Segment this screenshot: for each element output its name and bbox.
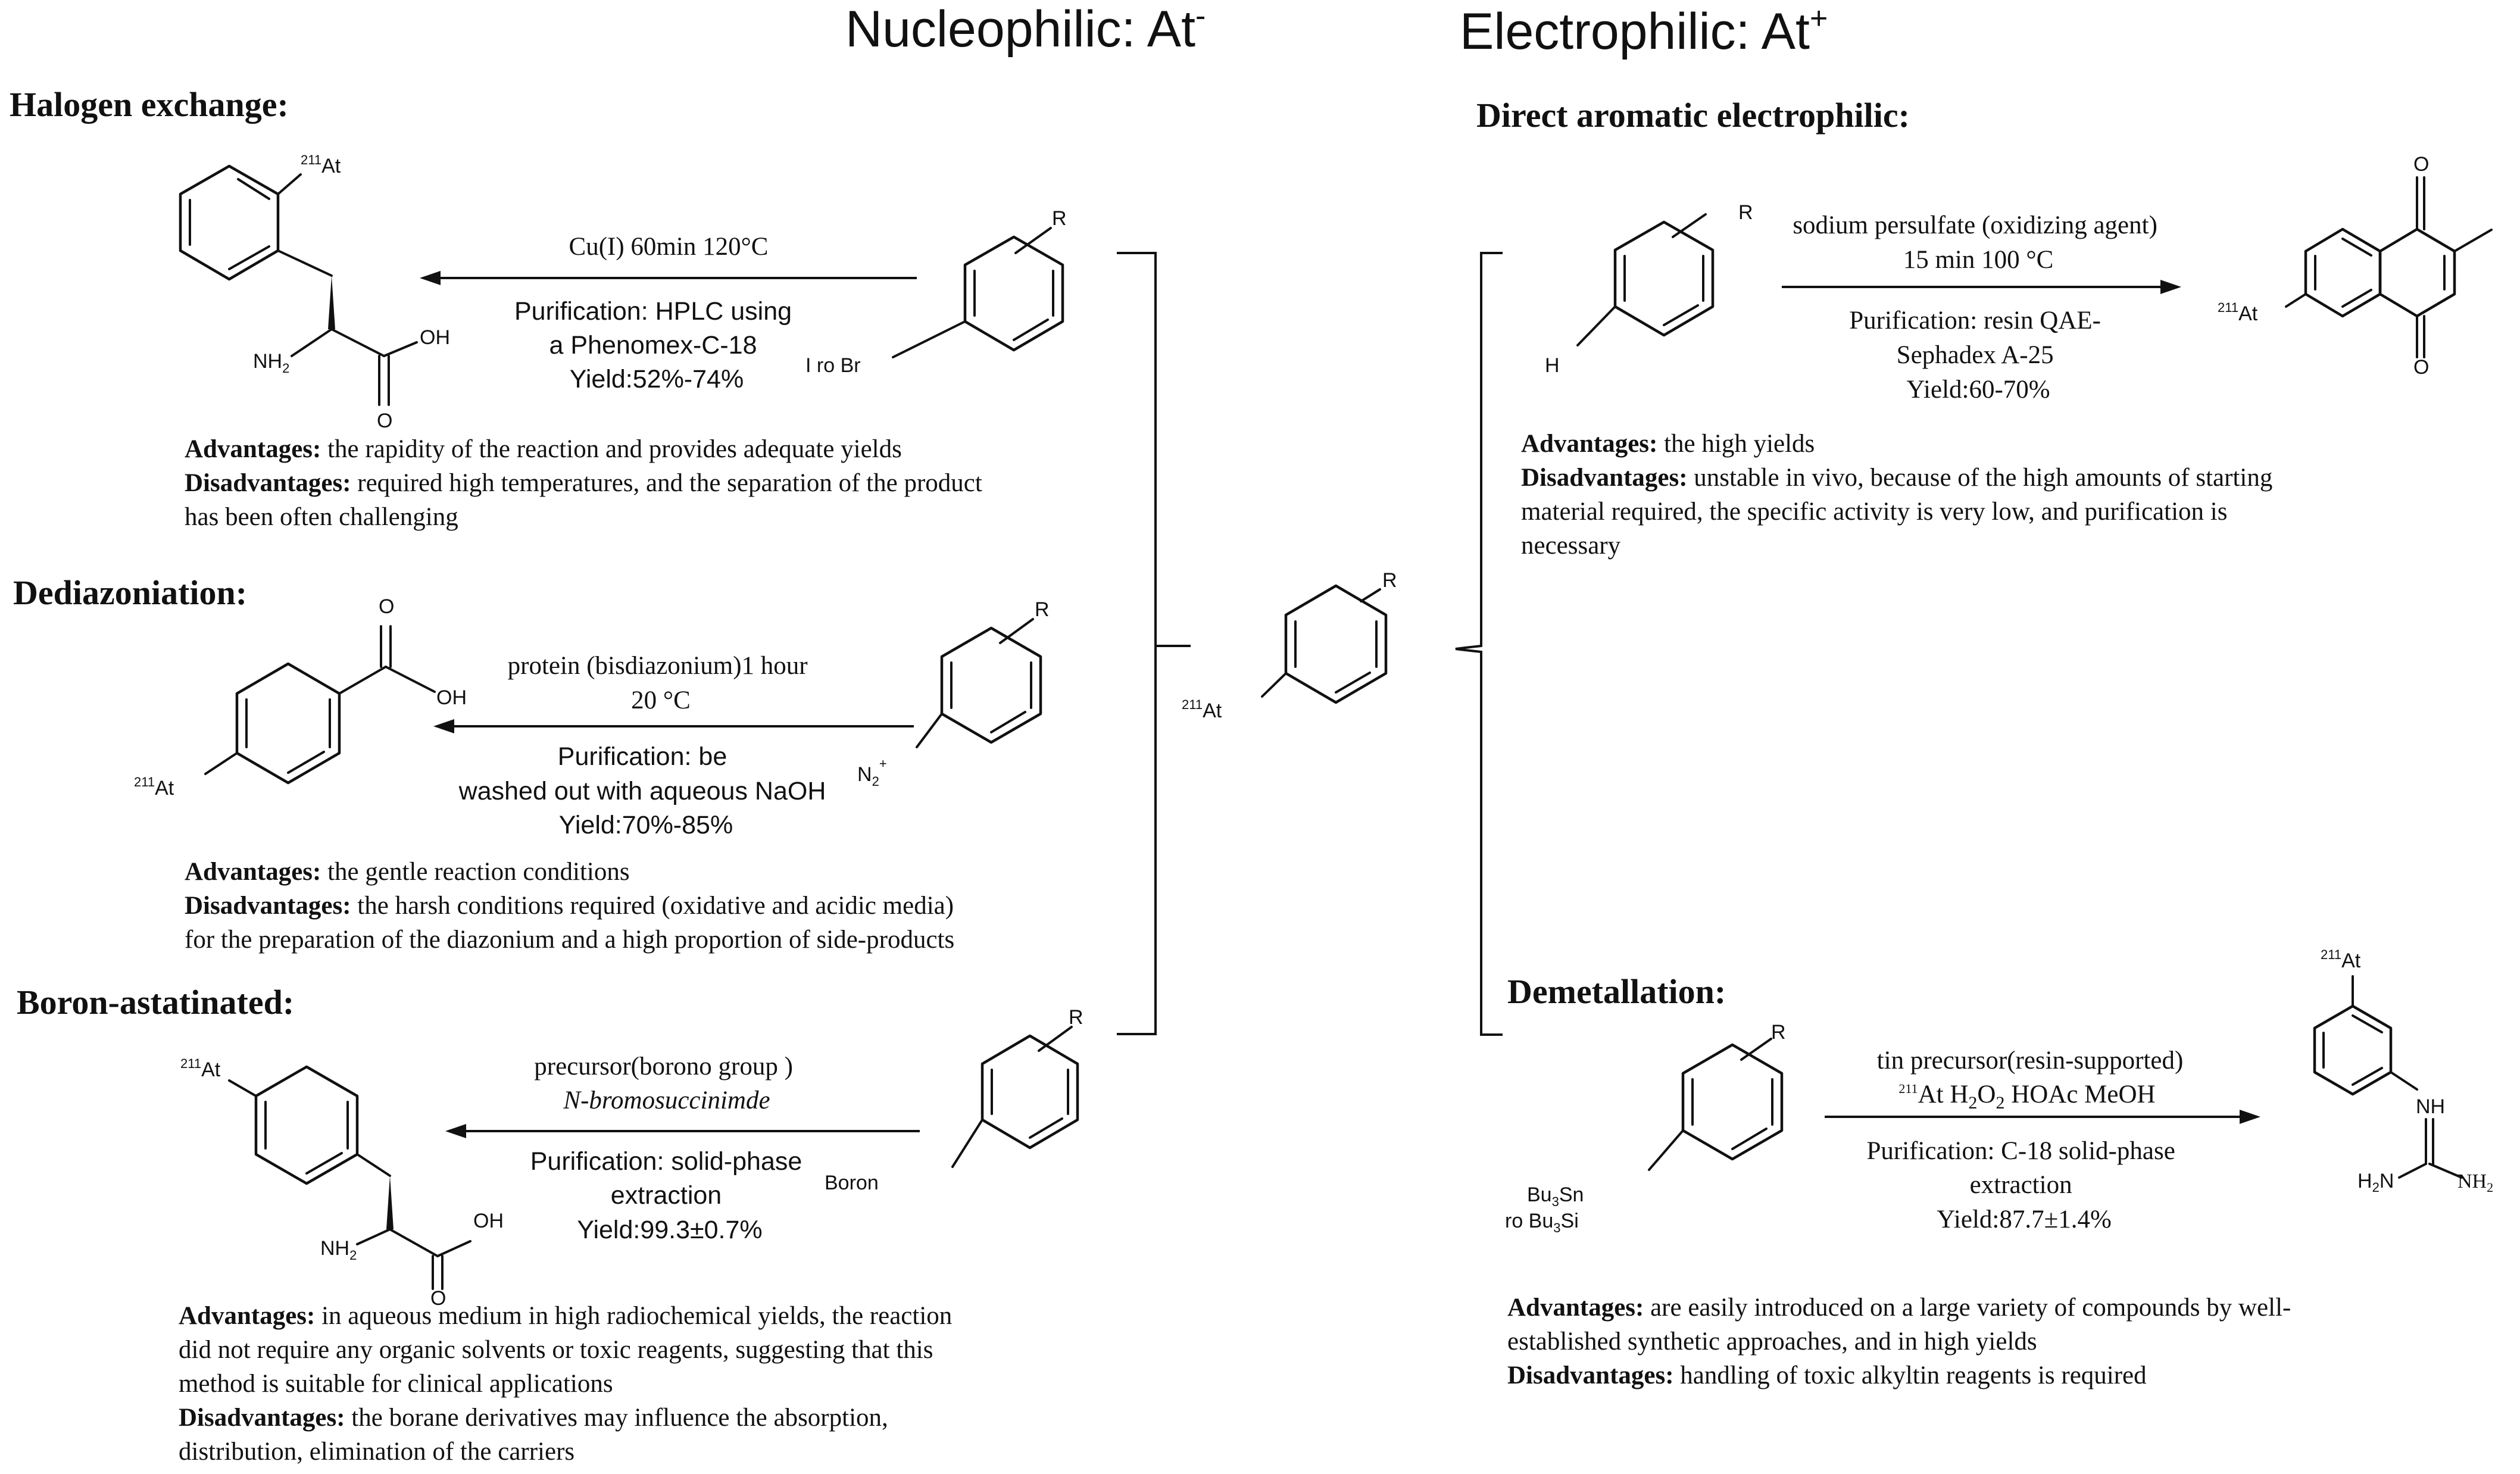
dediazo-reactant-r: R bbox=[1035, 598, 1050, 621]
halogen-reactant-x: I ro Br bbox=[805, 354, 861, 377]
demet-reactant-bu3si: ro Bu3Si bbox=[1505, 1210, 1579, 1235]
boron-product-o: O bbox=[430, 1287, 446, 1310]
demet-reactant-r: R bbox=[1771, 1021, 1786, 1044]
electrophilic-header: Electrophilic: At+ bbox=[1460, 1, 1828, 60]
boron-reactant-x: Boron bbox=[825, 1172, 879, 1194]
title-demetallation: Demetallation: bbox=[1507, 972, 1726, 1011]
dediazoniation-notes: Advantages: the gentle reaction conditio… bbox=[185, 855, 1079, 957]
boron-product-ring bbox=[254, 1065, 359, 1185]
direct-product-ring-a bbox=[2304, 227, 2382, 318]
boron-reactant-r: R bbox=[1069, 1006, 1083, 1029]
demet-advantages-cont: established synthetic approaches, and in… bbox=[1507, 1328, 2037, 1356]
direct-disadvantages: Disadvantages: unstable in vivo, because… bbox=[1521, 464, 2273, 492]
boron-advantages: Advantages: in aqueous medium in high ra… bbox=[179, 1302, 953, 1330]
center-r-label: R bbox=[1382, 569, 1397, 592]
demetallation-notes: Advantages: are easily introduced on a l… bbox=[1507, 1291, 2436, 1392]
title-halogen-exchange: Halogen exchange: bbox=[10, 85, 289, 124]
halogen-conditions: Cu(I) 60min 120°C bbox=[569, 233, 769, 261]
direct-disadvantages-cont-2: necessary bbox=[1521, 532, 1621, 560]
halogen-product-ring bbox=[179, 164, 280, 281]
boron-disadvantages-cont: distribution, elimination of the carrier… bbox=[179, 1438, 575, 1466]
boron-advantages-cont-1: did not require any organic solvents or … bbox=[179, 1336, 933, 1364]
dediazoniation-scheme: OH O 211At protein (bisdiazonium)1 hour … bbox=[134, 595, 1050, 839]
direct-aromatic-notes: Advantages: the high yields Disadvantage… bbox=[1521, 427, 2429, 563]
direct-conditions: sodium persulfate (oxidizing agent) 15 m… bbox=[1793, 211, 2163, 274]
center-at-label: 211At bbox=[1182, 697, 1222, 722]
nucleophilic-header: Nucleophilic: At- bbox=[845, 0, 1206, 58]
boron-reactant-ring bbox=[980, 1034, 1079, 1150]
halogen-disadvantages: Disadvantages: required high temperature… bbox=[185, 469, 982, 497]
demet-advantages: Advantages: are easily introduced on a l… bbox=[1507, 1294, 2291, 1322]
halogen-product-at: 211At bbox=[301, 152, 341, 177]
dediazo-reactant-ring bbox=[940, 626, 1042, 744]
direct-product-at: 211At bbox=[2218, 300, 2258, 325]
halogen-advantages: Advantages: the rapidity of the reaction… bbox=[185, 435, 902, 463]
demet-product-nh2: NH2 bbox=[2457, 1170, 2493, 1195]
boron-scheme: 211At NH2 OH O precursor(borono group ) … bbox=[180, 1006, 1083, 1310]
demet-purification: Purification: C-18 solid-phase extractio… bbox=[1866, 1137, 2181, 1233]
halogen-reactant-ring bbox=[963, 235, 1064, 352]
boron-product-at: 211At bbox=[180, 1056, 221, 1081]
halogen-exchange-notes: Advantages: the rapidity of the reaction… bbox=[185, 432, 1079, 534]
boron-conditions: precursor(borono group ) N-bromosuccinim… bbox=[534, 1053, 799, 1114]
demetallation-scheme: R Bu3Sn ro Bu3Si tin precursor(resin-sup… bbox=[1505, 947, 2493, 1235]
halogen-product-oh: OH bbox=[420, 326, 450, 349]
boron-advantages-cont-2: method is suitable for clinical applicat… bbox=[179, 1370, 613, 1398]
dediazo-conditions: protein (bisdiazonium)1 hour 20 °C bbox=[508, 652, 814, 714]
dediazo-reactant-n2: N2+ bbox=[857, 756, 887, 789]
demet-product-nh: NH bbox=[2416, 1095, 2445, 1118]
dediazo-disadvantages-cont: for the preparation of the diazonium and… bbox=[185, 926, 955, 954]
direct-reactant-ring bbox=[1613, 220, 1715, 337]
demet-product-h2n: H2N bbox=[2357, 1170, 2394, 1195]
direct-product-o-bottom: O bbox=[2413, 356, 2429, 379]
halogen-exchange-scheme: 211At NH2 OH O Cu(I) 60min 120°C Purific… bbox=[179, 152, 1067, 432]
direct-advantages: Advantages: the high yields bbox=[1521, 430, 1815, 458]
halogen-reactant-r: R bbox=[1052, 207, 1067, 230]
boron-disadvantages: Disadvantages: the borane derivatives ma… bbox=[179, 1404, 888, 1432]
demet-disadvantages: Disadvantages: handling of toxic alkylti… bbox=[1507, 1361, 2147, 1389]
boron-product-nh2: NH2 bbox=[320, 1237, 357, 1263]
dediazo-disadvantages: Disadvantages: the harsh conditions requ… bbox=[185, 892, 954, 920]
dediazo-advantages: Advantages: the gentle reaction conditio… bbox=[185, 858, 630, 886]
boron-notes: Advantages: in aqueous medium in high ra… bbox=[179, 1299, 1083, 1469]
demet-reactant-bu3sn: Bu3Sn bbox=[1527, 1183, 1584, 1209]
demet-conditions-line2: 211At H2O2 HOAc MeOH bbox=[1898, 1080, 2155, 1113]
title-dediazoniation: Dediazoniation: bbox=[13, 573, 247, 612]
boron-purification: Purification: solid-phase extraction Yie… bbox=[530, 1147, 809, 1244]
direct-reactant-h: H bbox=[1545, 354, 1560, 377]
title-boron-astatinated: Boron-astatinated: bbox=[17, 983, 294, 1022]
right-brace bbox=[1455, 252, 1503, 1036]
left-bracket bbox=[1117, 252, 1191, 1035]
dediazo-product-ring bbox=[235, 662, 341, 785]
center-astatoarene: R 211At bbox=[1182, 569, 1397, 722]
dediazo-product-o: O bbox=[379, 595, 394, 618]
direct-reactant-r: R bbox=[1738, 201, 1753, 224]
halogen-product-o: O bbox=[377, 410, 392, 432]
dediazo-product-oh: OH bbox=[436, 686, 467, 709]
dediazo-product-at: 211At bbox=[134, 775, 174, 800]
boron-product-oh: OH bbox=[473, 1210, 504, 1232]
demet-reactant-ring bbox=[1681, 1043, 1784, 1161]
direct-disadvantages-cont-1: material required, the specific activity… bbox=[1521, 498, 2228, 526]
direct-product-o-top: O bbox=[2413, 153, 2429, 176]
halogen-purification: Purification: HPLC using a Phenomex-C-18… bbox=[514, 297, 799, 394]
direct-purification: Purification: resin QAE- Sephadex A-25 Y… bbox=[1849, 307, 2107, 404]
demet-conditions-line1: tin precursor(resin-supported) bbox=[1877, 1047, 2184, 1075]
halogen-disadvantages-cont: has been often challenging bbox=[185, 503, 458, 531]
demet-product-at: 211At bbox=[2321, 947, 2361, 972]
dediazo-purification: Purification: be washed out with aqueous… bbox=[458, 742, 833, 839]
title-direct-aromatic: Direct aromatic electrophilic: bbox=[1476, 96, 1910, 135]
direct-aromatic-scheme: R H sodium persulfate (oxidizing agent) … bbox=[1545, 153, 2493, 404]
demet-product-ring bbox=[2313, 1004, 2393, 1096]
halogen-product-nh2: NH2 bbox=[253, 350, 289, 376]
